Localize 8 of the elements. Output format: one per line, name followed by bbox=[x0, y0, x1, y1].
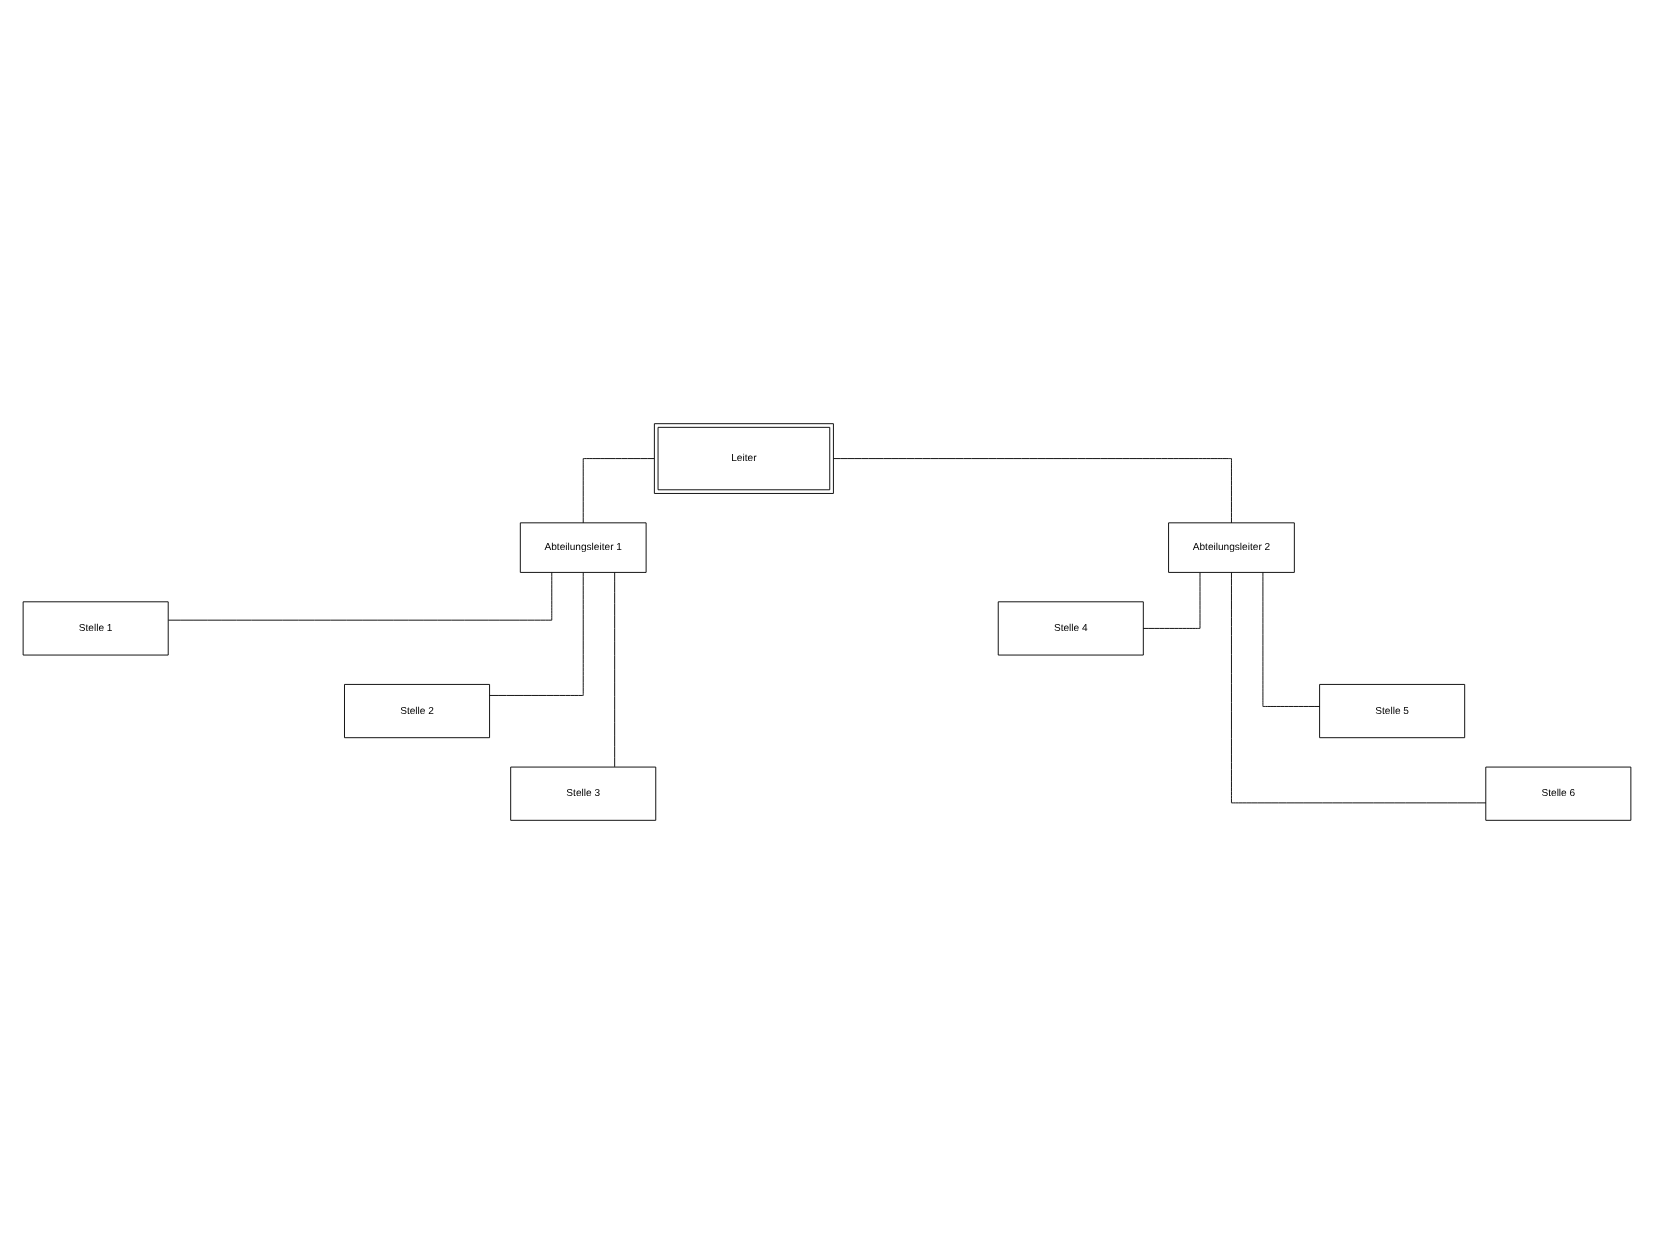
connector bbox=[1142, 571, 1201, 628]
connector bbox=[582, 457, 655, 523]
connector bbox=[1262, 571, 1321, 706]
connector bbox=[1231, 571, 1487, 803]
connector bbox=[614, 571, 616, 767]
connector bbox=[489, 571, 584, 695]
connector bbox=[168, 571, 553, 620]
connector bbox=[833, 457, 1232, 523]
